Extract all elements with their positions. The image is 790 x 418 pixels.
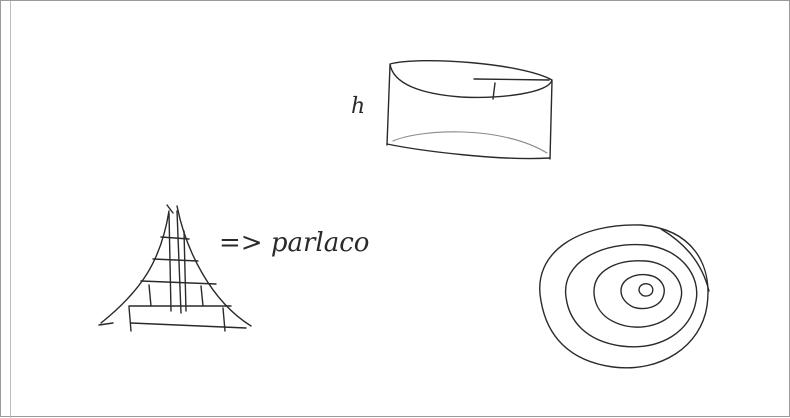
height-label: h bbox=[351, 94, 365, 119]
cylinder-sketch bbox=[387, 61, 552, 159]
arrow-note: => parlaco bbox=[219, 228, 369, 258]
contour-circles-sketch bbox=[540, 225, 709, 368]
bell-curve-sketch bbox=[99, 205, 251, 331]
